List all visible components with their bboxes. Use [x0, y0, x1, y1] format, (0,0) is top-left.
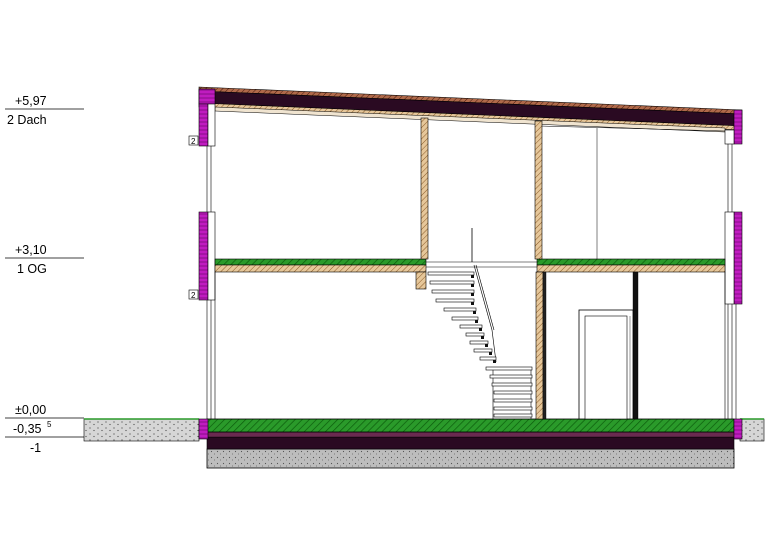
stair-tread: [485, 366, 533, 371]
stair-tread: [479, 356, 497, 361]
base-level-name: -1: [30, 441, 41, 455]
stair-tread: [493, 406, 533, 411]
stair-bracket: [473, 311, 476, 314]
roof-level-name: 2 Dach: [7, 113, 47, 127]
stair-bracket: [471, 275, 474, 278]
stair-tread: [427, 271, 475, 276]
section-outline: [214, 272, 726, 419]
exterior-walls: [198, 88, 743, 440]
stair-tread: [431, 289, 475, 294]
stair-tread: [443, 307, 477, 312]
stair-bracket: [471, 302, 474, 305]
stair-tread: [429, 280, 475, 285]
level-markers: +5,97 2 Dach +3,10 1 OG ±0,00 -0,35 5 -1: [5, 94, 84, 455]
stair-bracket: [475, 320, 478, 323]
stair-bracket: [485, 344, 488, 347]
stair-bracket: [481, 336, 484, 339]
stair-tread: [493, 413, 533, 418]
stair-tread: [491, 382, 533, 387]
stair-bracket: [471, 293, 474, 296]
stair-tread: [493, 398, 533, 403]
stair-bracket: [471, 284, 474, 287]
upper-elevation-label: +3,10: [15, 243, 47, 257]
ground-screed: [206, 418, 735, 433]
upper-level-name: 1 OG: [17, 262, 47, 276]
stair-bracket: [479, 328, 482, 331]
stair-tread: [435, 298, 475, 303]
concrete-slab: [206, 436, 735, 450]
ground-slab: [206, 418, 735, 469]
roof-elevation-label: +5,97: [15, 94, 47, 108]
stair-bracket: [489, 352, 492, 355]
stair-tread: [489, 374, 533, 379]
roof: [198, 86, 743, 133]
stair-tread: [465, 332, 485, 337]
stair-tread: [451, 316, 479, 321]
upper-floor-slab: [214, 258, 726, 290]
stair-tread: [473, 348, 493, 353]
window-tags: 2 2: [188, 135, 199, 300]
terrain-elevation-superscript: 5: [47, 420, 52, 429]
terrain: [83, 418, 765, 442]
stair-tread: [493, 390, 533, 395]
interior-walls: [420, 117, 639, 420]
staircase: [427, 228, 533, 419]
interior-door: [578, 309, 634, 420]
window-tag-ground: 2: [191, 291, 196, 300]
stair-tread: [469, 340, 489, 345]
ground-elevation-label: ±0,00: [15, 403, 46, 417]
stair-tread: [459, 324, 483, 329]
window-tag-upper: 2: [191, 137, 196, 146]
gravel-bed: [206, 448, 735, 469]
terrain-elevation-label: -0,35: [13, 422, 42, 436]
stair-bracket: [493, 360, 496, 363]
